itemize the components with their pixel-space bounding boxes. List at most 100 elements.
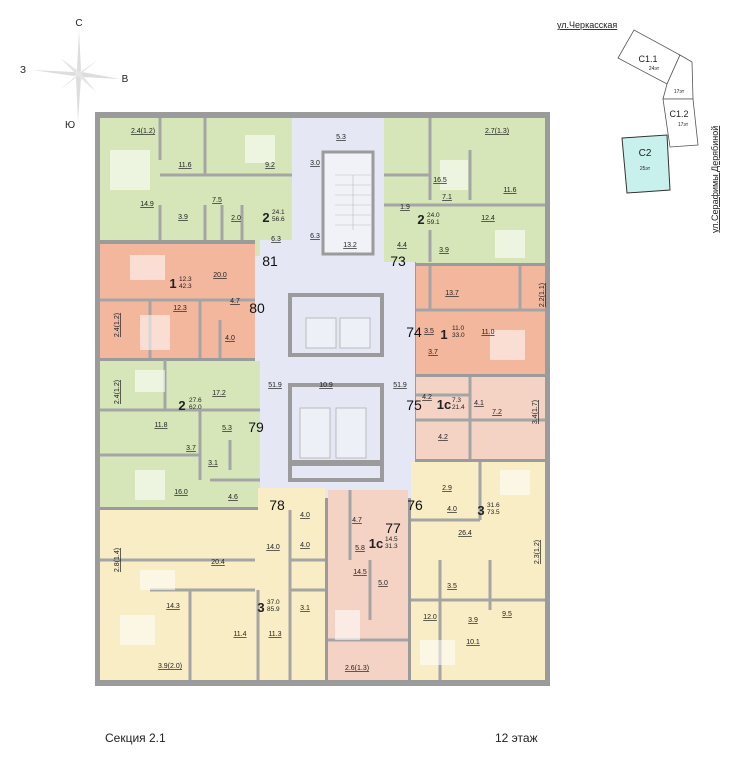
- living-area: 27.6: [189, 397, 202, 404]
- furniture: [110, 135, 530, 665]
- total-area: 59.1: [427, 219, 440, 226]
- section-label: С1.2: [669, 109, 688, 119]
- room-area: 4.0: [300, 542, 310, 549]
- section-c2[interactable]: [621, 134, 671, 194]
- room-area: 2.4(1.2): [114, 313, 121, 337]
- apartment-number: 77: [385, 520, 401, 536]
- room-area: 12.0: [423, 614, 437, 621]
- room-count: 1с: [369, 536, 383, 551]
- room-count: 2: [417, 212, 424, 227]
- room-area: 2.4(1.2): [114, 380, 121, 404]
- common-area: 13.2: [343, 242, 357, 249]
- room-area: 4.1: [474, 400, 484, 407]
- room-area: 3.9: [178, 214, 188, 221]
- common-area: 5.3: [336, 134, 346, 141]
- room-area: 16.0: [174, 489, 188, 496]
- room-area: 3.1: [208, 460, 218, 467]
- room-area: 3.9: [439, 247, 449, 254]
- room-count: 2: [262, 210, 269, 225]
- room-area: 3.9(2.0): [158, 663, 182, 670]
- room-area: 13.7: [445, 290, 459, 297]
- room-area: 12.4: [481, 215, 495, 222]
- apartment-number: 76: [407, 497, 423, 513]
- room-area: 11.6: [503, 187, 516, 194]
- floor-title: 12 этаж: [495, 731, 538, 745]
- room-area: 5.8: [355, 545, 365, 552]
- room-area: 16.5: [433, 177, 447, 184]
- room-area: 7.5: [212, 197, 222, 204]
- room-area: 3.7: [186, 445, 196, 452]
- room-area: 6.3: [271, 236, 281, 243]
- living-area: 24.1: [272, 209, 285, 216]
- room-area: 3.5: [447, 583, 457, 590]
- living-area: 31.6: [487, 502, 500, 509]
- apartment-77[interactable]: [328, 490, 408, 680]
- room-area: 10.1: [466, 639, 480, 646]
- section-c1-2[interactable]: [662, 98, 699, 148]
- living-area: 24.0: [427, 212, 440, 219]
- room-count: 3: [477, 503, 484, 518]
- compass-east: В: [122, 74, 129, 85]
- apartment-74[interactable]: [416, 266, 545, 374]
- compass-south: Ю: [65, 120, 75, 131]
- room-area: 11.4: [233, 631, 246, 638]
- living-area: 11.0: [452, 325, 465, 332]
- total-area: 33.0: [452, 332, 465, 339]
- room-area: 2.8(1.4): [114, 548, 121, 572]
- room-area: 2.6(1.3): [345, 665, 369, 672]
- total-area: 62.0: [189, 404, 202, 411]
- room-area: 14.3: [166, 603, 180, 610]
- section-title: Секция 2.1: [105, 731, 166, 745]
- section-label: С1.1: [638, 54, 657, 64]
- room-area: 4.7: [230, 298, 240, 305]
- room-area: 4.0: [225, 335, 235, 342]
- apartment-number: 74: [406, 324, 422, 340]
- apartment-number: 81: [262, 253, 278, 269]
- common-area: 6.3: [310, 233, 320, 240]
- room-area: 3.5: [424, 328, 434, 335]
- living-area: 7.3: [452, 397, 461, 404]
- room-area: 14.0: [266, 544, 280, 551]
- apartment-number: 73: [390, 253, 406, 269]
- compass-west: З: [20, 65, 26, 76]
- room-count: 1: [169, 276, 176, 291]
- total-area: 21.4: [452, 404, 465, 411]
- total-area: 56.6: [272, 216, 285, 223]
- common-area: 51.9: [393, 382, 407, 389]
- apartment-78[interactable]: [100, 488, 325, 680]
- room-area: 4.2: [438, 434, 448, 441]
- room-area: 4.4: [397, 242, 407, 249]
- room-count: 1с: [437, 397, 451, 412]
- apartment-79[interactable]: [100, 361, 260, 507]
- living-area: 12.3: [179, 276, 192, 283]
- compass-north: С: [75, 18, 82, 29]
- room-area: 2.7(1.3): [485, 128, 509, 135]
- room-area: 17.2: [212, 390, 226, 397]
- room-area: 2.9: [442, 485, 452, 492]
- section-label: С2: [639, 148, 652, 159]
- apartment-number: 80: [249, 300, 265, 316]
- room-count: 1: [440, 327, 447, 342]
- living-area: 14.5: [385, 536, 398, 543]
- total-area: 73.5: [487, 509, 500, 516]
- apartment-75[interactable]: [416, 377, 545, 459]
- room-area: 7.1: [442, 194, 452, 201]
- room-area: 4.2: [422, 394, 432, 401]
- street-cherkasskaya: ул.Черкасская: [557, 20, 617, 30]
- total-area: 42.3: [179, 283, 192, 290]
- room-area: 11.8: [154, 422, 167, 429]
- street-serafimy-deryabinoy: ул.Серафимы Дерябиной: [710, 126, 720, 233]
- apartment-number: 78: [269, 497, 285, 513]
- room-area: 4.0: [447, 506, 457, 513]
- living-area: 37.0: [267, 599, 280, 606]
- room-area: 20.4: [211, 559, 225, 566]
- apartment-73[interactable]: [384, 118, 545, 263]
- room-area: 1.9: [400, 204, 410, 211]
- room-area: 3.1: [300, 605, 310, 612]
- room-area: 11.3: [268, 631, 281, 638]
- room-area: 14.9: [140, 201, 154, 208]
- interior-walls: [100, 118, 545, 680]
- common-area: 10.9: [319, 382, 333, 389]
- room-area: 9.5: [502, 611, 512, 618]
